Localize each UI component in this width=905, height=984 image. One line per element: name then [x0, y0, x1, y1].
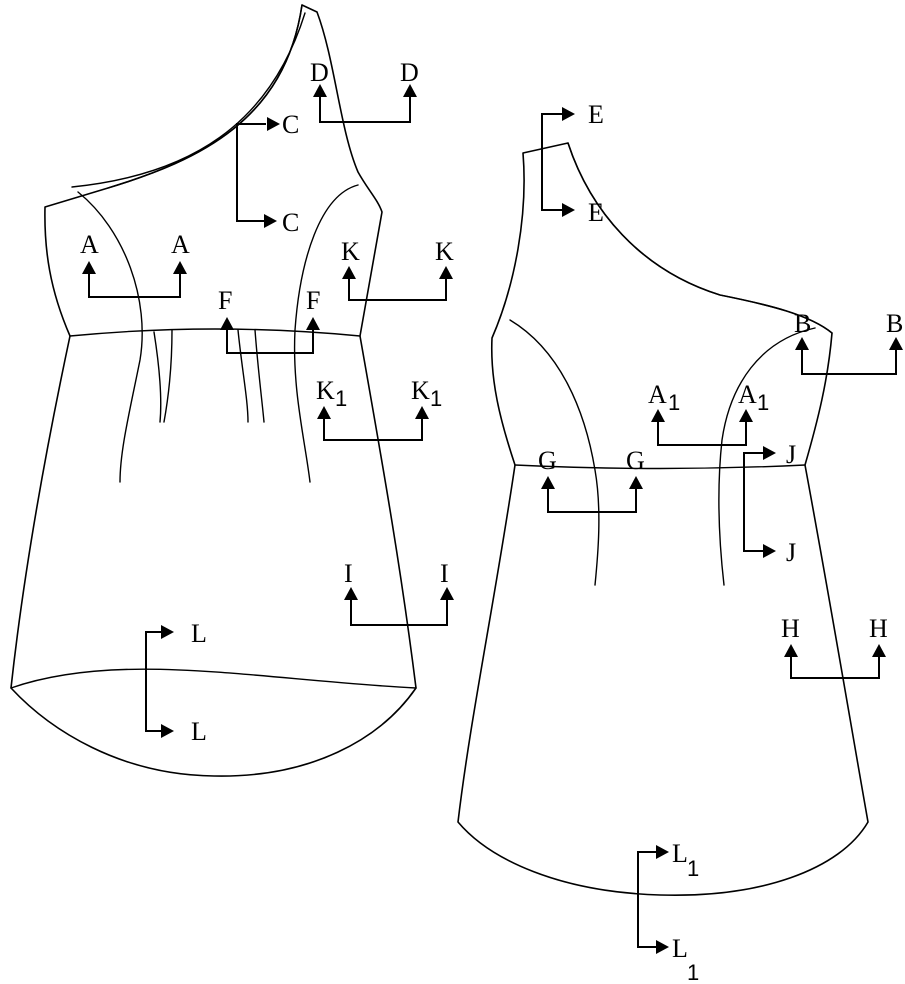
label-e-top: E: [588, 100, 604, 129]
label-a1-left-sub: 1: [668, 390, 680, 415]
marker-g: G G: [538, 446, 645, 513]
label-k-left: K: [341, 237, 360, 266]
label-l1-top: L: [672, 839, 688, 868]
label-d-right: D: [400, 58, 419, 87]
label-f-right: F: [306, 286, 320, 315]
right-neckline: [567, 142, 833, 334]
label-j-bottom: J: [786, 538, 796, 567]
label-a-left: A: [80, 230, 99, 259]
marker-f: F F: [218, 286, 320, 354]
label-k1-right-sub: 1: [430, 386, 442, 411]
left-neckline: [71, 12, 306, 188]
label-k-right: K: [435, 237, 454, 266]
label-j-top: J: [786, 440, 796, 469]
label-h-right: H: [869, 614, 888, 643]
left-princess-seam-right: [293, 184, 359, 483]
marker-d: D D: [310, 58, 419, 123]
marker-k1: K 1 K 1: [316, 376, 442, 441]
label-a1-right-sub: 1: [757, 390, 769, 415]
marker-i: I I: [344, 559, 454, 626]
marker-l1: L 1 L 1: [637, 839, 699, 984]
marker-j: J J: [743, 440, 796, 567]
label-i-left: I: [344, 559, 353, 588]
right-princess-seam-left: [509, 319, 600, 586]
left-garment: [10, 4, 417, 777]
marker-c: C C: [236, 110, 299, 237]
marker-l: L L: [145, 619, 207, 746]
label-h-left: H: [781, 614, 800, 643]
label-a1-left: A: [648, 380, 667, 409]
label-k1-left: K: [316, 376, 335, 405]
marker-e: E E: [541, 100, 604, 227]
left-dart-2: [163, 329, 173, 423]
right-waist-seam: [514, 464, 806, 470]
left-waist-seam: [69, 328, 361, 337]
left-dart-3: [254, 329, 265, 423]
label-g-right: G: [626, 446, 645, 475]
left-strap-inner-edge: [107, 4, 303, 189]
label-l1-top-sub: 1: [687, 856, 699, 881]
marker-h: H H: [781, 614, 888, 679]
label-l-bottom: L: [191, 717, 207, 746]
label-k1-right: K: [411, 376, 430, 405]
label-f-left: F: [218, 286, 232, 315]
left-dart-1: [153, 331, 162, 423]
right-garment: [457, 142, 869, 897]
label-l1-bottom-sub: 1: [687, 960, 699, 984]
left-hem-curve: [10, 668, 417, 689]
label-i-right: I: [440, 559, 449, 588]
right-princess-seam-right: [718, 327, 816, 586]
label-a1-right: A: [738, 380, 757, 409]
left-garment-outline: [10, 4, 417, 777]
left-princess-seam-left: [77, 191, 143, 483]
label-d-left: D: [310, 58, 329, 87]
right-garment-outline: [457, 142, 869, 897]
label-k1-left-sub: 1: [335, 386, 347, 411]
marker-k: K K: [341, 237, 454, 301]
label-e-bottom: E: [588, 198, 604, 227]
label-c-top: C: [282, 110, 299, 139]
label-b-left: B: [794, 309, 811, 338]
marker-a: A A: [80, 230, 190, 298]
label-c-bottom: C: [282, 208, 299, 237]
label-l1-bottom: L: [672, 934, 688, 963]
label-g-left: G: [538, 446, 557, 475]
left-dart-4: [237, 329, 249, 423]
label-l-top: L: [191, 619, 207, 648]
marker-a1: A 1 A 1: [648, 380, 769, 446]
label-b-right: B: [886, 309, 903, 338]
section-markers: A A D D C C K K: [80, 58, 903, 984]
marker-b: B B: [794, 309, 903, 375]
label-a-right: A: [171, 230, 190, 259]
